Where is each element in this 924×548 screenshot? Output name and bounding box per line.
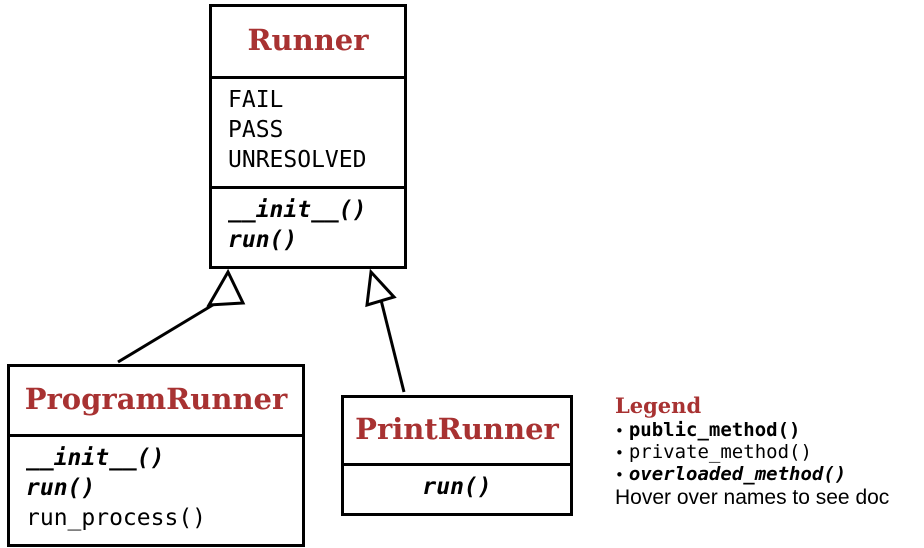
class-title-printrunner[interactable]: PrintRunner: [355, 412, 559, 446]
class-name-compartment-programrunner: ProgramRunner: [10, 367, 302, 434]
attribute-list-runner: FAIL PASS UNRESOLVED: [212, 83, 404, 180]
legend-label: overloaded_method(): [628, 463, 847, 486]
attribute-item[interactable]: UNRESOLVED: [228, 147, 367, 173]
bullet-icon: •: [615, 443, 624, 462]
inheritance-edge-printrunner-to-runner: [365, 268, 406, 393]
uml-class-printrunner[interactable]: PrintRunner run(): [341, 395, 573, 517]
bullet-icon: •: [615, 421, 624, 440]
method-item[interactable]: __init__(): [228, 196, 367, 223]
inheritance-edge-programrunner-to-runner: [117, 268, 246, 364]
attributes-compartment-runner: FAIL PASS UNRESOLVED: [212, 76, 404, 186]
legend-item-public-method: • public_method(): [615, 419, 915, 441]
legend-label: private_method(): [628, 440, 812, 463]
legend-hover-note: Hover over names to see doc: [615, 485, 890, 509]
legend-title: Legend: [615, 393, 702, 418]
method-list-programrunner: __init__() run() run_process(): [10, 441, 302, 538]
legend-item-overloaded-method: • overloaded_method(): [615, 463, 915, 485]
inheritance-line-programrunner: [117, 298, 222, 364]
inheritance-line-printrunner: [379, 299, 406, 393]
method-item[interactable]: __init__(): [26, 445, 165, 472]
class-title-programrunner[interactable]: ProgramRunner: [24, 382, 288, 416]
method-list-runner: __init__() run(): [212, 193, 404, 260]
class-title-runner[interactable]: Runner: [247, 23, 369, 57]
legend-item-private-method: • private_method(): [615, 441, 915, 463]
attribute-item[interactable]: PASS: [228, 117, 284, 144]
method-item[interactable]: run_process(): [26, 505, 207, 531]
inheritance-arrowhead-programrunner: [206, 268, 246, 307]
legend-label: public_method(): [628, 418, 801, 441]
attribute-item[interactable]: FAIL: [228, 87, 284, 114]
uml-class-runner[interactable]: Runner FAIL PASS UNRESOLVED __init__() r…: [209, 4, 407, 269]
class-name-compartment-printrunner: PrintRunner: [344, 398, 570, 463]
methods-compartment-programrunner: __init__() run() run_process(): [10, 434, 302, 544]
bullet-icon: •: [615, 466, 624, 485]
legend: Legend • public_method() • private_metho…: [615, 394, 915, 511]
method-item[interactable]: run(): [228, 226, 298, 253]
class-name-compartment-runner: Runner: [212, 7, 404, 76]
methods-compartment-printrunner: run(): [344, 463, 570, 513]
method-item[interactable]: run(): [422, 474, 492, 501]
method-item[interactable]: run(): [26, 475, 96, 502]
legend-list: • public_method() • private_method() • o…: [615, 419, 915, 486]
uml-class-programrunner[interactable]: ProgramRunner __init__() run() run_proce…: [7, 364, 305, 547]
inheritance-arrowhead-printrunner: [365, 268, 397, 308]
method-list-printrunner: run(): [344, 470, 570, 507]
methods-compartment-runner: __init__() run(): [212, 185, 404, 266]
